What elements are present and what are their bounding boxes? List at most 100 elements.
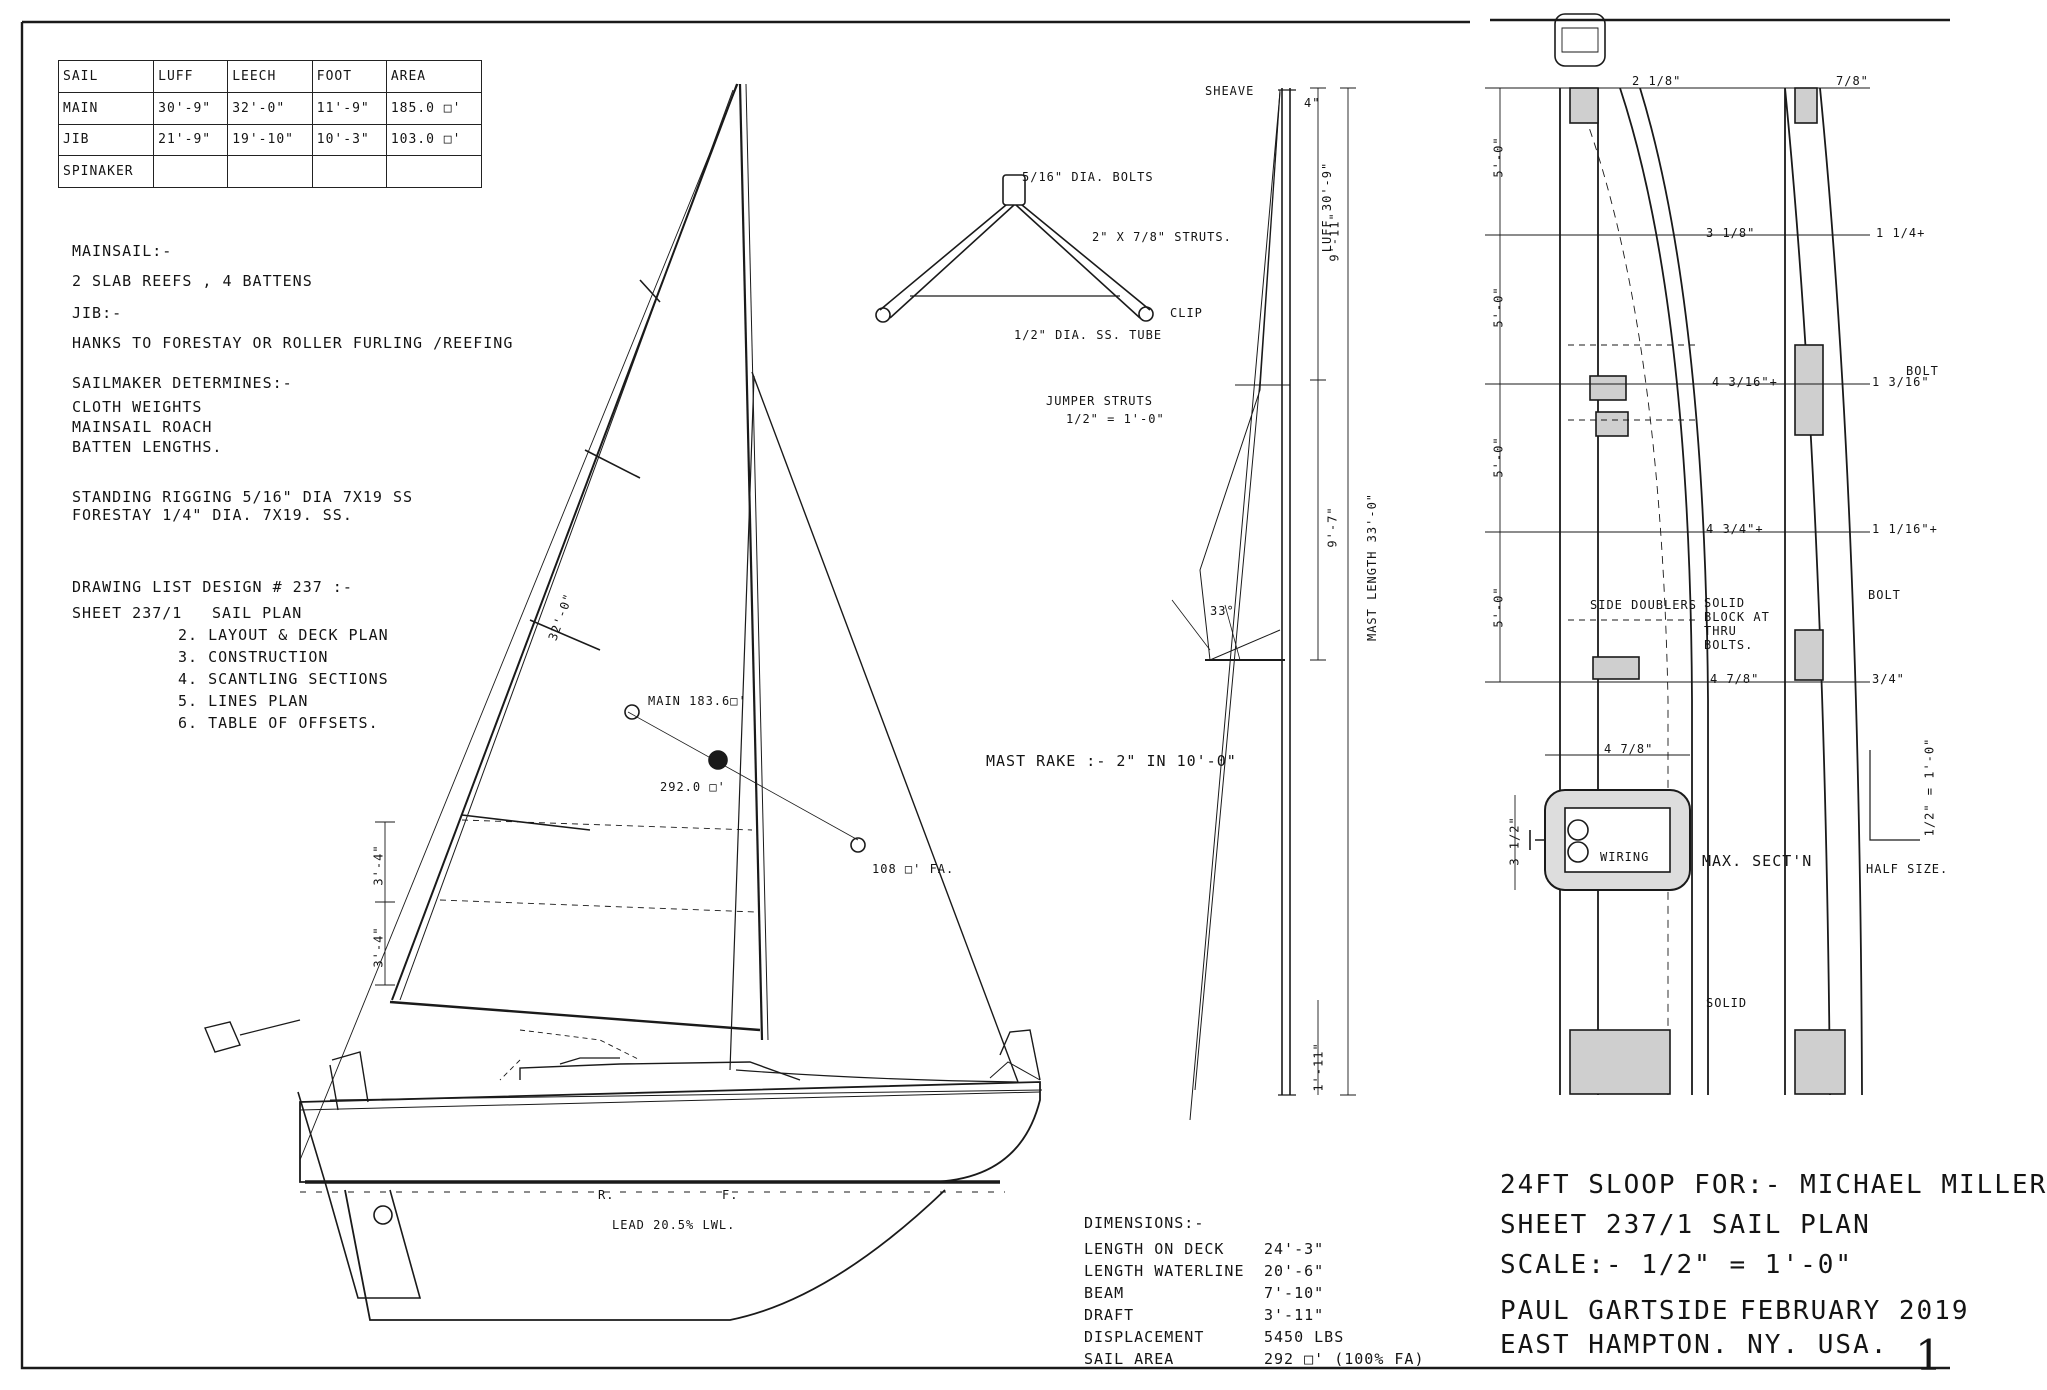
table-cell: 21'-9"	[153, 123, 229, 157]
title-line-2: Sheet 237/1 Sail Plan	[1500, 1210, 1871, 1240]
section-dim: 1 1/4+	[1876, 226, 1926, 240]
designer-name: Paul Gartside	[1500, 1296, 1730, 1326]
drawing-list-item: 6. Table of offsets.	[178, 714, 379, 732]
note-jib: Jib:-	[72, 304, 123, 322]
drawing-date: February 2019	[1740, 1296, 1970, 1326]
table-cell	[311, 155, 387, 188]
solid-block-label: Solid block at thru bolts.	[1704, 596, 1770, 652]
drawing-list-item: 4. Scantling sections	[178, 670, 389, 688]
drawing-list-item: 3. Construction	[178, 648, 329, 666]
bolt-label: bolt	[1906, 364, 1939, 378]
drawing-list-title: Drawing list design # 237 :-	[72, 578, 353, 596]
dim-4-label: 4"	[1304, 96, 1321, 110]
dimension-label: Sail area	[1084, 1350, 1175, 1368]
rudder-mark: R.	[598, 1188, 615, 1202]
jumper-struts-label: Jumper struts	[1046, 394, 1153, 408]
dimension-label: Length waterline	[1084, 1262, 1245, 1280]
section-dim: 4 7/8"	[1710, 672, 1760, 686]
main-area-label: Main 183.6□'	[648, 694, 747, 708]
table-cell: 10'-3"	[311, 123, 387, 157]
dimension-value: 20'-6"	[1264, 1262, 1325, 1280]
table-cell: Jib	[57, 123, 155, 157]
table-cell: 103.0 □'	[385, 123, 483, 157]
table-cell: 32'-0"	[227, 91, 313, 125]
section-dim: 3/4"	[1872, 672, 1905, 686]
mast-length-label: Mast length 33'-0"	[1365, 492, 1380, 642]
dimensions-title: Dimensions:-	[1084, 1214, 1205, 1232]
spreader-clip-label: clip	[1170, 306, 1203, 320]
lead-label: Lead 20.5% LWL.	[612, 1218, 736, 1232]
note-hanks: Hanks to forestay or roller furling /ree…	[72, 334, 514, 352]
mast-angle-label: 33°	[1210, 604, 1235, 618]
dimension-label: Draft	[1084, 1306, 1135, 1324]
note-mainsail: Mainsail:-	[72, 242, 173, 260]
dimension-value: 292 □' (100% FA)	[1264, 1350, 1425, 1368]
drawing-list-item: 2. Layout & deck plan	[178, 626, 389, 644]
drawing-list-item: Sail plan	[212, 604, 303, 622]
section-dim: 1 3/16"	[1872, 375, 1930, 389]
header-leech: Leech	[227, 60, 313, 93]
note-rigging: Standing rigging 5/16" dia 7x19 SS	[72, 488, 414, 506]
station-spacing: 5'-0"	[1491, 286, 1506, 328]
table-cell	[385, 155, 483, 188]
mast-rake-label: Mast rake :- 2" in 10'-0"	[986, 752, 1237, 770]
table-cell: 19'-10"	[227, 123, 313, 157]
wiring-label: Wiring	[1600, 850, 1650, 864]
note-sailmaker-item: Batten lengths.	[72, 438, 223, 456]
total-area-label: 292.0 □'	[660, 780, 726, 794]
spreader-struts-label: 2" x 7/8" struts.	[1092, 230, 1232, 244]
note-sailmaker-item: Mainsail roach	[72, 418, 213, 436]
section-depth: 3 1/2"	[1507, 816, 1522, 866]
section-scale-label: 1/2" = 1'-0"	[1922, 737, 1937, 837]
solid-label: Solid	[1706, 996, 1748, 1010]
title-line-3: Scale:- 1/2" = 1'-0"	[1500, 1250, 1854, 1280]
table-row: Spinaker	[57, 155, 483, 188]
station-spacing: 5'-0"	[1491, 436, 1506, 478]
half-size-label: Half size.	[1866, 862, 1949, 876]
table-cell: 185.0 □'	[385, 91, 483, 125]
spreader-bolts-label: 5/16" dia. bolts	[1022, 170, 1154, 184]
max-section-label: Max. Sect'n	[1702, 852, 1813, 870]
section-dim: 4 3/4"+	[1706, 522, 1764, 536]
dim-1-11-label: 1'-11"	[1311, 1042, 1326, 1092]
table-cell: 30'-9"	[153, 91, 229, 125]
dimension-label: Beam	[1084, 1284, 1125, 1302]
reef-dimension: 3'-4"	[371, 926, 386, 968]
table-cell: Main	[57, 91, 155, 125]
dim-9-7-label: 9'-7"	[1325, 506, 1340, 548]
dimension-value: 3'-11"	[1264, 1306, 1325, 1324]
note-sailmaker-item: Cloth weights	[72, 398, 203, 416]
header-sail: Sail	[57, 60, 155, 93]
section-dim: 3 1/8"	[1706, 226, 1756, 240]
note-reefs: 2 slab reefs , 4 battens	[72, 272, 313, 290]
sheet-number: 1	[1915, 1331, 1942, 1380]
dimension-label: Displacement	[1084, 1328, 1205, 1346]
table-cell	[227, 155, 313, 188]
forward-mark: F.	[722, 1188, 739, 1202]
drawing-list-sheet: Sheet 237/1	[72, 604, 183, 622]
table-cell	[153, 155, 229, 188]
drawing-location: East Hampton. NY. USA.	[1500, 1330, 1889, 1360]
sheave-label: Sheave	[1205, 84, 1255, 98]
note-sailmaker: Sailmaker determines:-	[72, 374, 293, 392]
section-dim: 4 7/8"	[1604, 742, 1654, 756]
dimension-value: 7'-10"	[1264, 1284, 1325, 1302]
jib-area-label: 108 □' FA.	[872, 862, 955, 876]
title-line-1: 24ft Sloop for:- Michael Miller	[1500, 1170, 2047, 1200]
bolt-label: bolt	[1868, 588, 1901, 602]
table-cell: 11'-9"	[311, 91, 387, 125]
section-dim: 4 3/16"+	[1712, 375, 1778, 389]
station-spacing: 5'-0"	[1491, 136, 1506, 178]
side-doublers-label: Side doublers	[1590, 598, 1697, 612]
note-forestay: Forestay 1/4" dia. 7x19. SS.	[72, 506, 353, 524]
spreader-scale-label: 1/2" = 1'-0"	[1066, 412, 1165, 426]
drawing-linework	[20, 13, 1950, 1370]
table-cell: Spinaker	[57, 155, 155, 188]
section-dim: 2 1/8"	[1632, 74, 1682, 88]
table-header-row: Sail Luff Leech Foot Area	[57, 60, 483, 93]
header-luff: Luff	[153, 60, 229, 93]
dim-9-11-label: 9'-11"	[1327, 212, 1342, 262]
dimension-value: 5450 lbs	[1264, 1328, 1345, 1346]
section-dim: 7/8"	[1836, 74, 1869, 88]
header-area: Area	[385, 60, 483, 93]
